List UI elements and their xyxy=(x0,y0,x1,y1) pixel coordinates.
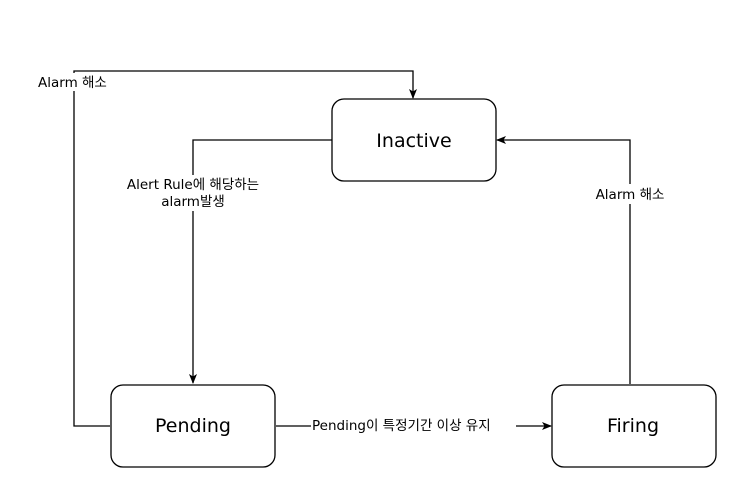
edge-label-bg xyxy=(36,73,114,91)
state-inactive-box xyxy=(331,98,497,182)
edge-label-firing-to-inactive: Alarm 해소 xyxy=(596,187,665,203)
edge-label-inactive-to-pending-line2: alarm발생 xyxy=(161,194,225,210)
edge-label-pending-to-firing: Pending이 특정기간 이상 유지 xyxy=(312,418,491,434)
state-firing[interactable]: Firing xyxy=(551,384,717,468)
state-inactive[interactable]: Inactive xyxy=(331,98,497,182)
edge-label-bg xyxy=(118,175,270,211)
state-firing-label: Firing xyxy=(607,415,659,437)
edge-label-inactive-to-pending-line1: Alert Rule에 해당하는 xyxy=(127,177,259,193)
edge-firing-to-inactive xyxy=(496,136,631,384)
edge-label-bg xyxy=(311,416,516,436)
state-inactive-label: Inactive xyxy=(376,130,451,152)
edge-inactive-to-pending xyxy=(189,139,332,384)
edge-label-pending-to-inactive: Alarm 해소 xyxy=(38,75,107,91)
edge-pending-to-inactive xyxy=(73,70,417,427)
state-pending-box xyxy=(110,384,276,468)
edge-label-bg xyxy=(590,184,670,204)
state-firing-box xyxy=(551,384,717,468)
state-pending[interactable]: Pending xyxy=(110,384,276,468)
state-pending-label: Pending xyxy=(155,415,231,437)
